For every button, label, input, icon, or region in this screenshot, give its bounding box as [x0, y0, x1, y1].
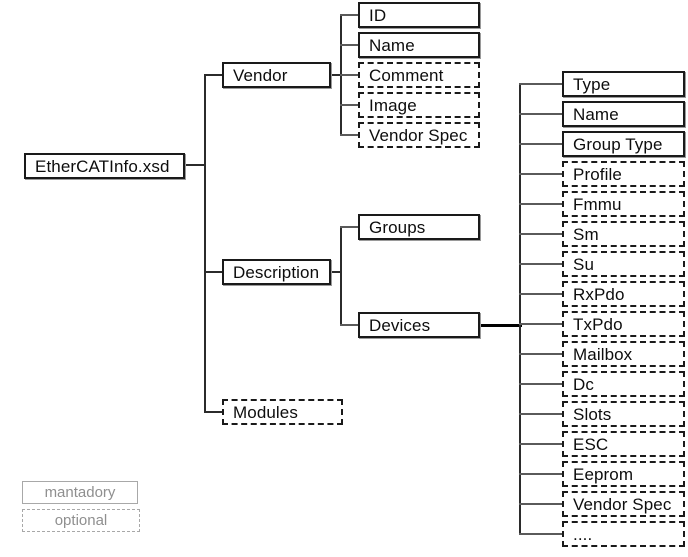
node-description[interactable]: Description	[222, 259, 331, 285]
connector-devices-stub	[480, 324, 522, 327]
connector-vendor-to-image	[340, 104, 359, 106]
connector-trunk-to-description	[204, 271, 223, 273]
connector-devices-to-rxpdo	[519, 293, 563, 295]
connector-vendor-stub	[330, 74, 342, 76]
connector-devices-to-profile	[519, 173, 563, 175]
connector-devices-to-grouptype	[519, 143, 563, 145]
node-device-dc[interactable]: Dc	[562, 371, 685, 397]
connector-devices-to-eeprom	[519, 473, 563, 475]
connector-devices-to-mailbox	[519, 353, 563, 355]
connector-vendor-to-name	[340, 44, 359, 46]
node-device-eeprom[interactable]: Eeprom	[562, 461, 685, 487]
node-device-mailbox[interactable]: Mailbox	[562, 341, 685, 367]
connector-devices-to-su	[519, 263, 563, 265]
node-device-sm[interactable]: Sm	[562, 221, 685, 247]
node-device-profile[interactable]: Profile	[562, 161, 685, 187]
legend-optional: optional	[22, 509, 140, 532]
node-device-vendor-spec[interactable]: Vendor Spec	[562, 491, 685, 517]
connector-description-spine	[340, 227, 342, 326]
node-modules[interactable]: Modules	[222, 399, 343, 425]
node-device-esc[interactable]: ESC	[562, 431, 685, 457]
connector-devices-to-vendorspec	[519, 503, 563, 505]
connector-trunk-to-modules	[204, 411, 223, 413]
connector-devices-to-dc	[519, 383, 563, 385]
node-groups[interactable]: Groups	[358, 214, 480, 240]
node-device-name[interactable]: Name	[562, 101, 685, 127]
connector-devices-to-type	[519, 83, 563, 85]
node-device-rxpdo[interactable]: RxPdo	[562, 281, 685, 307]
connector-devices-to-more	[519, 533, 563, 535]
node-devices[interactable]: Devices	[358, 312, 480, 338]
connector-devices-to-slots	[519, 413, 563, 415]
connector-description-to-groups	[340, 226, 359, 228]
node-device-type[interactable]: Type	[562, 71, 685, 97]
connector-vendor-to-id	[340, 14, 359, 16]
node-root-ethercatinfo-xsd[interactable]: EtherCATInfo.xsd	[24, 153, 185, 179]
node-device-fmmu[interactable]: Fmmu	[562, 191, 685, 217]
node-vendor-vendor-spec[interactable]: Vendor Spec	[358, 122, 480, 148]
connector-devices-spine	[519, 84, 521, 535]
connector-vendor-to-comment	[340, 74, 359, 76]
node-vendor-name[interactable]: Name	[358, 32, 480, 58]
connector-trunk-to-vendor	[204, 74, 223, 76]
node-vendor-comment[interactable]: Comment	[358, 62, 480, 88]
node-device-more[interactable]: ....	[562, 521, 685, 547]
connector-devices-to-fmmu	[519, 203, 563, 205]
legend-mandatory: mantadory	[22, 481, 138, 504]
connector-description-stub	[330, 271, 342, 273]
node-vendor[interactable]: Vendor	[222, 62, 331, 88]
connector-devices-to-esc	[519, 443, 563, 445]
connector-description-to-devices	[340, 324, 359, 326]
connector-trunk-vertical	[204, 75, 206, 413]
node-vendor-id[interactable]: ID	[358, 2, 480, 28]
node-device-group-type[interactable]: Group Type	[562, 131, 685, 157]
connector-root-stub	[185, 164, 206, 166]
node-vendor-image[interactable]: Image	[358, 92, 480, 118]
connector-devices-to-txpdo	[519, 323, 563, 325]
connector-devices-to-sm	[519, 233, 563, 235]
node-device-su[interactable]: Su	[562, 251, 685, 277]
connector-vendor-to-vendorspec	[340, 134, 359, 136]
node-device-slots[interactable]: Slots	[562, 401, 685, 427]
connector-devices-to-name	[519, 113, 563, 115]
node-device-txpdo[interactable]: TxPdo	[562, 311, 685, 337]
